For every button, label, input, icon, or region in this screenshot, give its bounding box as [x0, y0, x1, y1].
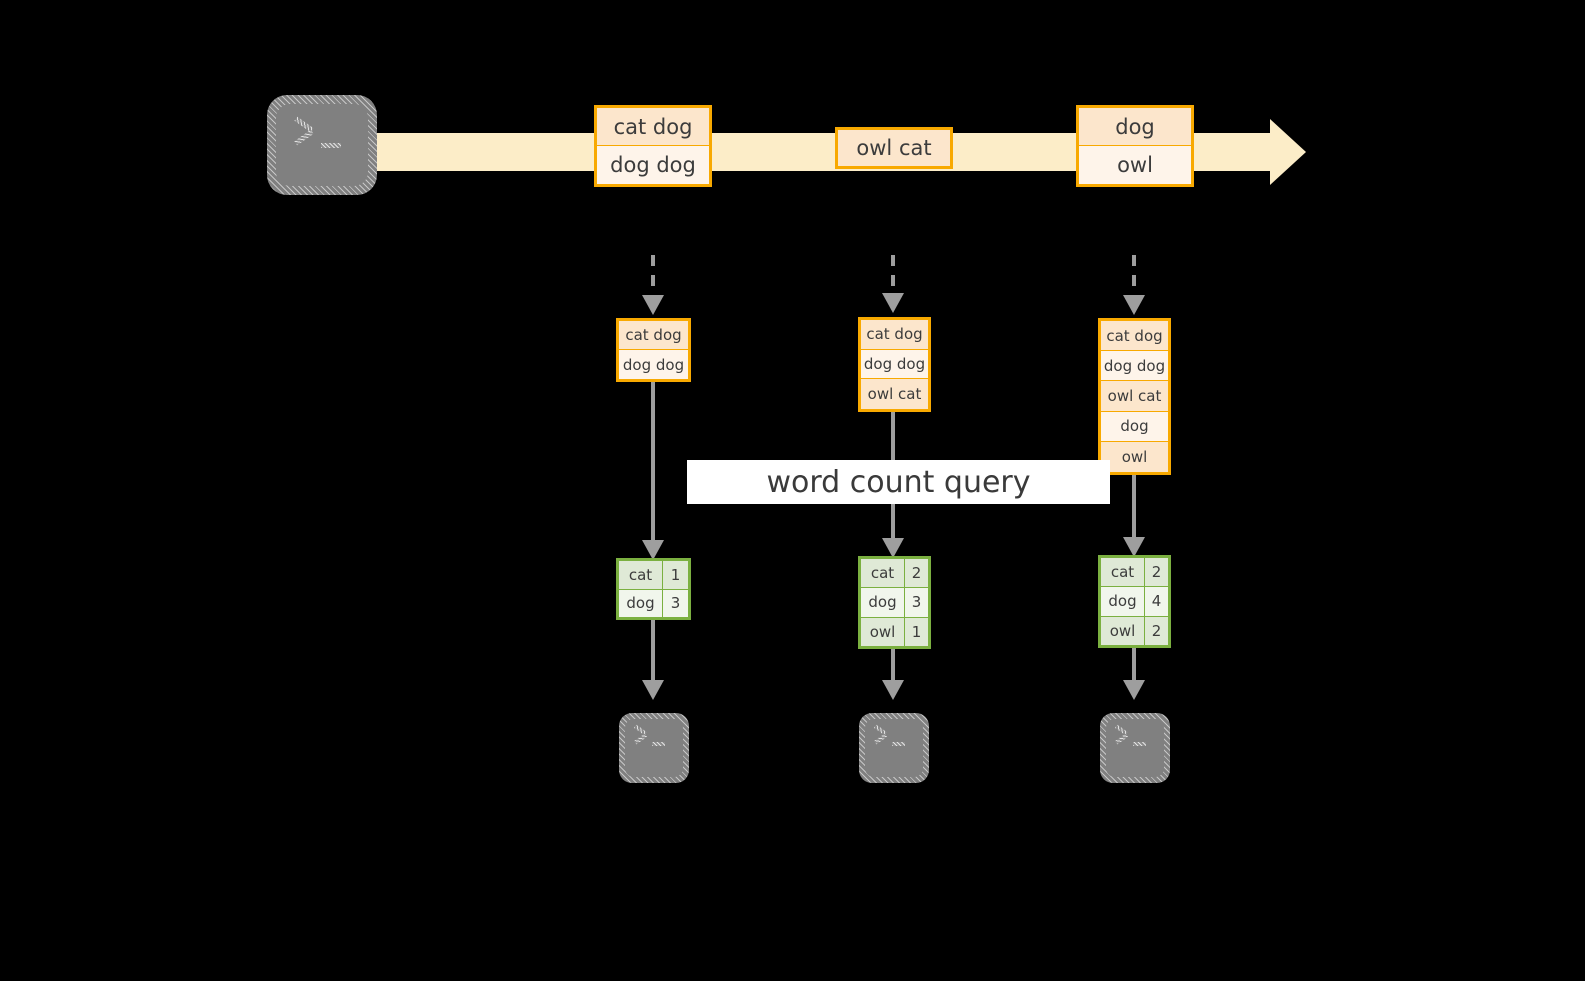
snapshot-1-record-1: cat dog: [619, 321, 688, 350]
terminal-chevron-icon-lower: [294, 129, 314, 146]
stream-event-2[interactable]: owl cat: [835, 127, 953, 169]
snapshot-2-sink-terminal[interactable]: [859, 713, 929, 783]
snapshot-1-word-1: cat: [619, 561, 663, 589]
snapshot-2-intake-arrowhead: [882, 293, 904, 313]
snapshot-3-intake-line: [1132, 255, 1136, 299]
snapshot-2-intake-line: [891, 255, 895, 297]
terminal-chevron-icon-lower: [1115, 733, 1128, 745]
stream-event-2-line-1: owl cat: [838, 130, 950, 166]
snapshot-3-word-1: cat: [1101, 558, 1145, 587]
table-row: owl 2: [1101, 616, 1168, 645]
snapshot-2-word-1: cat: [861, 559, 905, 588]
snapshot-1-count-2: 3: [663, 589, 688, 617]
snapshot-3-count-3: 2: [1145, 616, 1168, 645]
snapshot-1-records[interactable]: cat dog dog dog: [616, 318, 691, 382]
snapshot-3-count-1: 2: [1145, 558, 1168, 587]
stream-event-3-line-2: owl: [1079, 146, 1191, 184]
terminal-underscore-icon: [652, 742, 665, 746]
terminal-chevron-icon-lower: [874, 733, 887, 745]
terminal-underscore-icon: [892, 742, 905, 746]
snapshot-3-query-line: [1132, 475, 1136, 543]
snapshot-3-query-arrowhead: [1123, 537, 1145, 557]
snapshot-2-query-arrowhead: [882, 538, 904, 558]
terminal-chevron-icon-lower: [634, 733, 647, 745]
snapshot-1-sink-arrowhead: [642, 680, 664, 700]
table-row: owl 1: [861, 617, 928, 646]
snapshot-3-count-2: 4: [1145, 587, 1168, 616]
snapshot-1-count-1: 1: [663, 561, 688, 589]
table-row: dog 3: [619, 589, 688, 617]
snapshot-3-intake-arrowhead: [1123, 295, 1145, 315]
snapshot-3-record-1: cat dog: [1101, 321, 1168, 352]
stream-event-1-line-1: cat dog: [597, 108, 709, 146]
stream-arrow-head: [1270, 119, 1306, 185]
table-row: dog 3: [861, 588, 928, 618]
snapshot-3-record-2: dog dog: [1101, 351, 1168, 382]
snapshot-3-sink-line: [1132, 648, 1136, 685]
terminal-underscore-icon: [1133, 742, 1146, 746]
snapshot-2-sink-screen: [865, 719, 923, 777]
terminal-underscore-icon: [321, 143, 341, 148]
source-terminal-screen: [276, 104, 368, 186]
table-row: cat 2: [1101, 558, 1168, 588]
snapshot-2-record-2: dog dog: [861, 349, 928, 380]
snapshot-1-record-2: dog dog: [619, 350, 688, 379]
stream-event-3-line-1: dog: [1079, 108, 1191, 146]
snapshot-1-results[interactable]: cat 1 dog 3: [616, 558, 691, 620]
snapshot-2-records[interactable]: cat dog dog dog owl cat: [858, 317, 931, 412]
snapshot-3-sink-arrowhead: [1123, 680, 1145, 700]
snapshot-3-records[interactable]: cat dog dog dog owl cat dog owl: [1098, 318, 1171, 475]
snapshot-2-count-1: 2: [905, 559, 928, 588]
snapshot-3-record-3: owl cat: [1101, 381, 1168, 412]
stream-event-1[interactable]: cat dog dog dog: [594, 105, 712, 187]
snapshot-1-intake-line: [651, 255, 655, 299]
snapshot-1-query-line: [651, 382, 655, 546]
snapshot-2-sink-line: [891, 649, 895, 685]
snapshot-2-sink-arrowhead: [882, 680, 904, 700]
snapshot-1-sink-line: [651, 620, 655, 685]
table-row: cat 1: [619, 561, 688, 590]
snapshot-3-record-4: dog: [1101, 411, 1168, 442]
snapshot-1-query-arrowhead: [642, 540, 664, 560]
snapshot-3-word-2: dog: [1101, 587, 1145, 616]
snapshot-2-word-3: owl: [861, 617, 905, 646]
snapshot-2-count-2: 3: [905, 588, 928, 617]
snapshot-1-sink-terminal[interactable]: [619, 713, 689, 783]
stream-event-3[interactable]: dog owl: [1076, 105, 1194, 187]
stream-event-1-line-2: dog dog: [597, 146, 709, 184]
table-row: dog 4: [1101, 587, 1168, 617]
snapshot-3-sink-terminal[interactable]: [1100, 713, 1170, 783]
query-banner: word count query: [687, 460, 1110, 504]
snapshot-2-results[interactable]: cat 2 dog 3 owl 1: [858, 556, 931, 649]
snapshot-3-record-5: owl: [1101, 441, 1168, 472]
snapshot-2-word-2: dog: [861, 588, 905, 617]
snapshot-1-word-2: dog: [619, 589, 663, 617]
snapshot-1-sink-screen: [625, 719, 683, 777]
snapshot-3-word-3: owl: [1101, 616, 1145, 645]
snapshot-3-sink-screen: [1106, 719, 1164, 777]
snapshot-1-intake-arrowhead: [642, 295, 664, 315]
source-terminal-icon[interactable]: [267, 95, 377, 195]
table-row: cat 2: [861, 559, 928, 589]
snapshot-3-results[interactable]: cat 2 dog 4 owl 2: [1098, 555, 1171, 648]
snapshot-2-record-3: owl cat: [861, 379, 928, 409]
snapshot-2-record-1: cat dog: [861, 320, 928, 350]
snapshot-2-count-3: 1: [905, 617, 928, 646]
